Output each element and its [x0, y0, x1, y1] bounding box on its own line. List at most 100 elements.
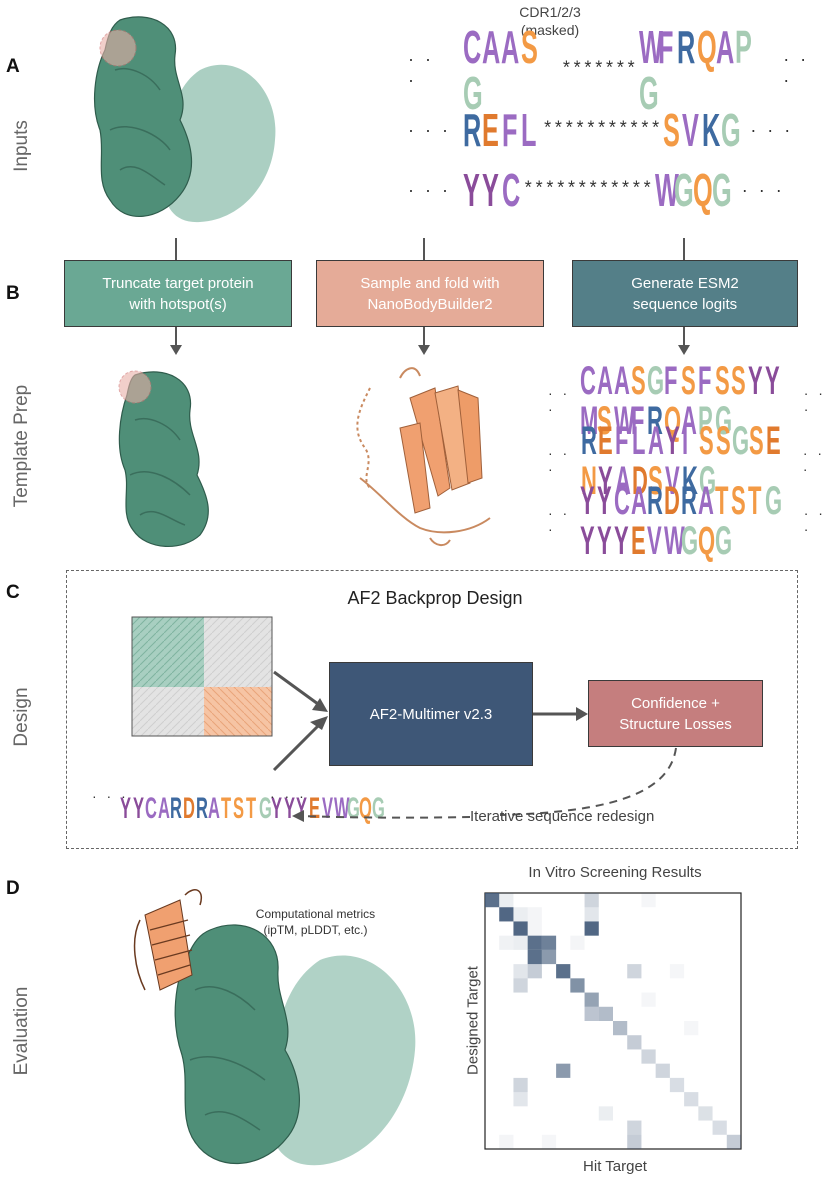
- complex-with-nanobody-illustration: [133, 889, 416, 1166]
- panel-letter-d: D: [6, 878, 20, 899]
- sequence-ellipsis-left: · · ·: [408, 49, 434, 90]
- logo-ellipsis-left: · · ·: [548, 385, 571, 417]
- heatmap-cell: [527, 907, 542, 922]
- heatmap-cell: [627, 1134, 642, 1149]
- sequence-right-logo: WFRQAPG: [639, 24, 774, 116]
- heatmap-cell: [570, 978, 585, 993]
- logo-letter: R: [195, 792, 208, 825]
- metrics-label-line2: (ipTM, pLDDT, etc.): [263, 923, 368, 937]
- logo-letter: I: [681, 419, 689, 463]
- sequence-right-logo: WGQG: [655, 167, 733, 213]
- heatmap-ylabel: Designed Target: [464, 966, 482, 1075]
- heatmap-cell: [641, 1049, 656, 1064]
- logo-letter: A: [208, 792, 221, 825]
- heatmap-cell: [513, 935, 528, 950]
- logo-ellipsis-left: · · ·: [548, 445, 571, 477]
- logo-letter: C: [145, 792, 158, 825]
- heatmap-cell: [726, 1134, 741, 1149]
- sequence-left-logo: YYC: [463, 167, 521, 213]
- sequence-ellipsis-right: · · ·: [741, 179, 785, 200]
- design-title: AF2 Backprop Design: [347, 588, 523, 608]
- heatmap-cell: [627, 964, 642, 979]
- heatmap-cell: [684, 1092, 699, 1107]
- heatmap-title: In Vitro Screening Results: [528, 864, 702, 881]
- row-label-evaluation: Evaluation: [11, 986, 32, 1076]
- heatmap-cell: [527, 921, 542, 936]
- heatmap-cell: [541, 935, 557, 950]
- masked-cdr: *******: [560, 60, 637, 80]
- screening-heatmap: [484, 892, 742, 1150]
- heatmap-cell: [513, 921, 528, 936]
- logo-ellipsis-right: · · ·: [802, 445, 826, 477]
- heatmap-xlabel: Hit Target: [583, 1158, 647, 1175]
- logo-letter: R: [170, 792, 183, 825]
- input-sequence-row: · · ·YYC************WGQG· · ·: [408, 165, 785, 215]
- sequence-left-logo: REFL: [463, 107, 540, 153]
- logo-letter: Y: [271, 792, 283, 825]
- target-complex-illustration: [93, 16, 276, 223]
- logo-letter: T: [245, 792, 257, 825]
- heatmap-cell: [684, 1021, 699, 1036]
- heatmap-cell: [527, 964, 542, 979]
- design-seq-ellipsis-right: · · ·: [270, 788, 307, 804]
- truncate-target-box: Truncate target protein with hotspot(s): [64, 260, 292, 327]
- template-matrix-illustration: [131, 616, 273, 737]
- sequence-ellipsis-right: · · ·: [750, 119, 794, 140]
- esm2-logo-row: · · · CAASGFSFSSYYMSWFRQAPG · · ·: [548, 361, 826, 441]
- logo-letter: Y: [283, 792, 295, 825]
- esm2-logits-box: Generate ESM2 sequence logits: [572, 260, 798, 327]
- logo-letter: A: [157, 792, 170, 825]
- logo-ellipsis-left: · · ·: [548, 505, 571, 537]
- panel-letter-b: B: [6, 283, 20, 304]
- heatmap-cell: [527, 949, 542, 965]
- heatmap-cell: [499, 907, 514, 922]
- heatmap-cell: [669, 1077, 685, 1093]
- logo-letter: S: [233, 792, 245, 825]
- logo-letters: CAASGFSFSSYYMSWFRQAPG: [580, 361, 794, 441]
- heatmap-cell: [641, 992, 656, 1007]
- heatmap-cell: [499, 893, 514, 908]
- design-flow-arrows: [272, 670, 677, 822]
- cdr-caption-line1: CDR1/2/3: [519, 4, 581, 20]
- logo-ellipsis-right: · · ·: [803, 385, 826, 417]
- nanobody-cartoon-illustration: [356, 367, 491, 546]
- cdr-caption-line2: (masked): [520, 22, 580, 38]
- logo-letter: T: [220, 792, 231, 825]
- logo-letter: Y: [296, 792, 308, 825]
- heatmap-cell: [598, 1006, 613, 1021]
- panel-letter-c: C: [6, 582, 20, 603]
- heatmap-cell: [499, 1134, 514, 1149]
- design-seq-ellipsis-left: · · ·: [92, 788, 129, 804]
- logo-letter: Y: [120, 792, 132, 825]
- sequence-right-logo: SVKG: [663, 107, 741, 153]
- esm2-logo-row: · · ·YYCARDRATSTGYYYEVWGQG· · ·: [548, 481, 826, 561]
- sequence-ellipsis-right: · · ·: [783, 49, 810, 90]
- sequence-ellipsis-left: · · ·: [408, 119, 451, 140]
- heatmap-cell: [570, 935, 585, 950]
- masked-cdr: ************: [522, 180, 653, 200]
- heatmap-cell: [669, 964, 685, 979]
- heatmap-cell: [556, 964, 571, 979]
- heatmap-cell: [584, 921, 599, 936]
- heatmap-cell: [513, 964, 528, 979]
- sequence-left-logo: CAASG: [463, 24, 559, 116]
- heatmap-cell: [712, 1120, 727, 1135]
- heatmap-cell: [655, 1063, 670, 1078]
- heatmap-cell: [556, 1063, 571, 1078]
- logo-letter: E: [308, 792, 320, 825]
- heatmap-cell: [627, 1120, 642, 1135]
- heatmap-cell: [513, 1092, 528, 1107]
- logo-letter: Y: [132, 792, 144, 825]
- metrics-label-line1: Computational metrics: [255, 907, 376, 921]
- heatmap-cell: [485, 893, 500, 908]
- heatmap-cell: [527, 935, 542, 950]
- input-sequence-row: · · · CAASG*******WFRQAPG · · ·: [408, 24, 826, 116]
- heatmap-cell: [499, 935, 514, 950]
- af2-multimer-box: AF2-Multimer v2.3: [329, 662, 533, 766]
- truncated-target-illustration: [118, 370, 209, 547]
- heatmap-cell: [627, 1035, 642, 1050]
- flow-connectors-a-b: [170, 238, 690, 355]
- nanobodybuilder-box: Sample and fold with NanoBodyBuilder2: [316, 260, 544, 327]
- design-dashed-frame: [66, 570, 798, 849]
